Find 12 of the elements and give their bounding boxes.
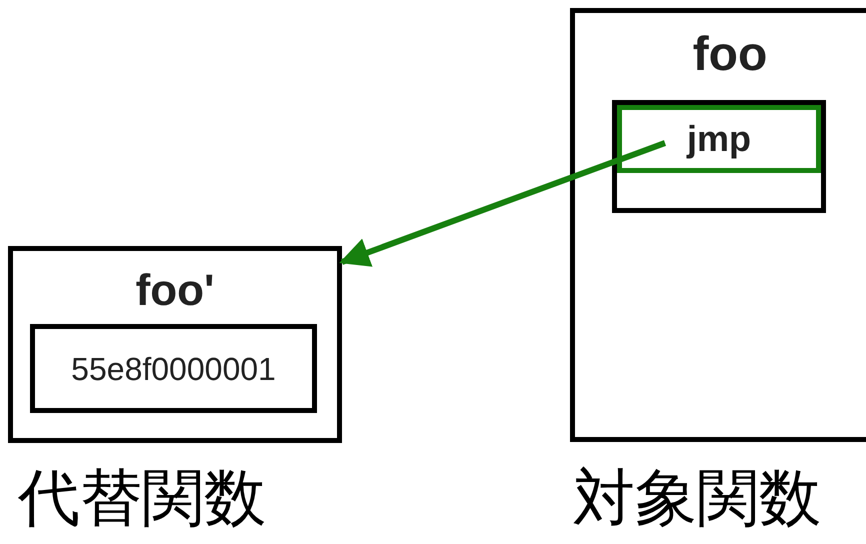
function-box bbox=[570, 8, 866, 442]
code-box bbox=[30, 324, 317, 413]
caption-text: 対象関数 bbox=[573, 468, 821, 530]
function-name: foo bbox=[692, 31, 768, 79]
caption-text: 代替関数 bbox=[18, 468, 266, 530]
code-text: jmp bbox=[686, 121, 752, 157]
memory-box bbox=[612, 100, 826, 213]
function-box bbox=[8, 246, 342, 443]
code-box bbox=[617, 105, 821, 173]
arrow bbox=[339, 140, 666, 267]
function-name: foo' bbox=[134, 269, 216, 313]
code-text: 55e8f0000001 bbox=[70, 352, 277, 384]
